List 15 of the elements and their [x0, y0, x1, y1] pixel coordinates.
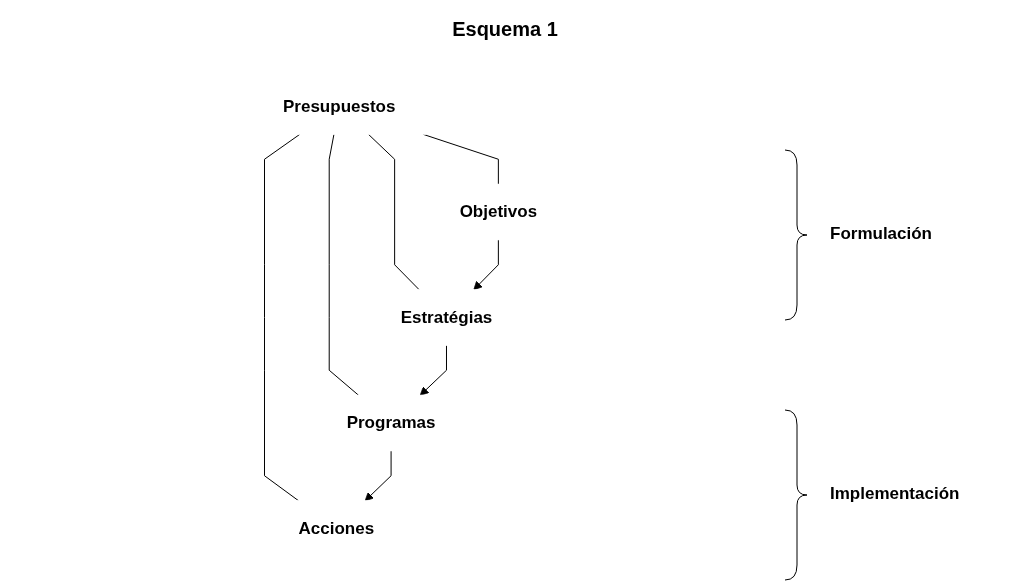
node-text: Programas: [346, 413, 436, 433]
connector: [422, 133, 499, 185]
node-text: Estratégias: [400, 307, 493, 327]
node-text: Objetivos: [459, 202, 538, 222]
arrow: [473, 239, 499, 291]
arrow: [419, 344, 447, 396]
diagram-title: Esquema 1: [451, 18, 559, 41]
group-label: Formulación: [830, 224, 932, 244]
connector: [367, 133, 420, 291]
connector: [328, 133, 359, 396]
connector: [263, 133, 301, 502]
node-text: Acciones: [298, 518, 375, 538]
group-label: Implementación: [830, 484, 960, 504]
arrow: [364, 450, 392, 502]
node-text: Presupuestos: [282, 96, 396, 116]
